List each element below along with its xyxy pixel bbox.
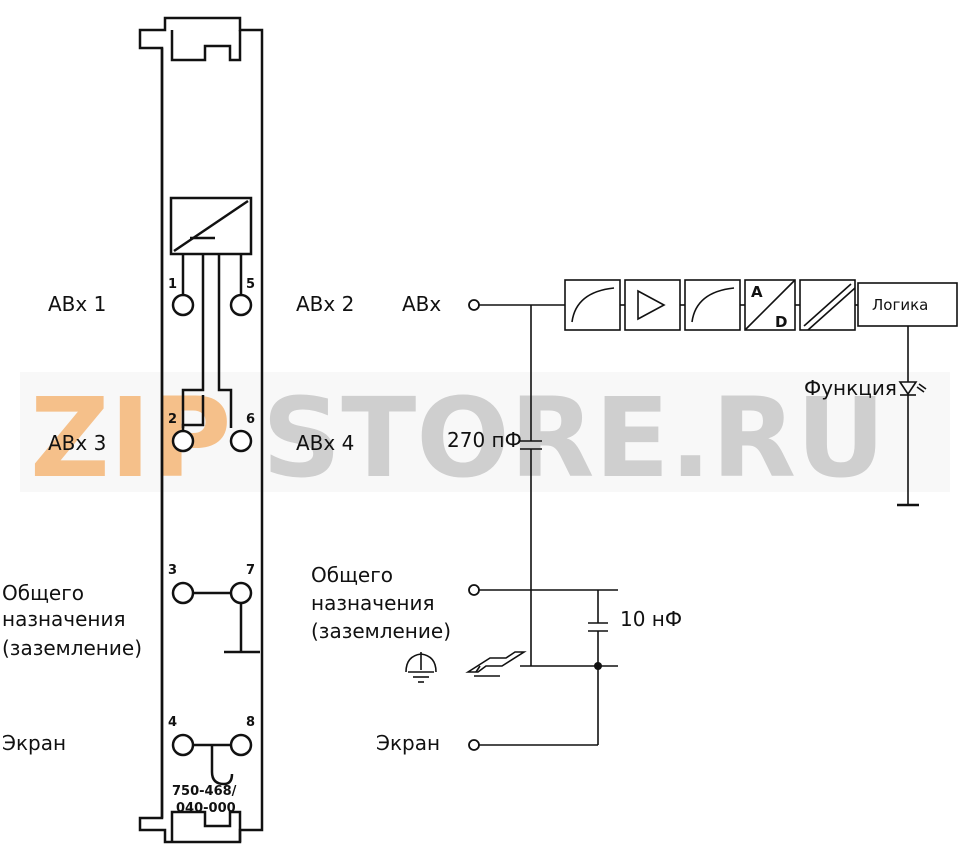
terminal-5 [229, 293, 253, 317]
pin-6: 6 [246, 412, 255, 427]
label-common-line3: (заземление) [2, 636, 142, 660]
schematic-input-terminal [468, 299, 480, 311]
label-common-line1: Общего [2, 581, 84, 605]
part-number-line2: 040-000 [176, 801, 236, 816]
bottom-latch [170, 810, 242, 842]
watermark-store: STORE.RU [262, 374, 885, 502]
schematic-common-line2: назначения [311, 591, 435, 615]
left-labels: АВх 1 АВх 2 АВх 3 АВх 4 Общего назначени… [2, 292, 354, 755]
schematic-common-terminal [468, 584, 480, 596]
junction-dot [594, 662, 602, 670]
label-common-line2: назначения [2, 607, 126, 631]
cap-270-label: 270 пФ [447, 428, 522, 452]
label-abx4: АВх 4 [296, 431, 354, 455]
signal-chain: A D Логика [564, 279, 958, 331]
pin-7: 7 [246, 563, 255, 578]
pin-1: 1 [168, 277, 177, 292]
pin-2: 2 [168, 412, 177, 427]
pin-8: 8 [246, 715, 255, 730]
pin-3: 3 [168, 563, 177, 578]
schematic-shield-terminal [468, 739, 480, 751]
cap-10-label: 10 нФ [620, 607, 682, 631]
label-abx2: АВх 2 [296, 292, 354, 316]
din-rail-icon [465, 651, 527, 677]
label-abx1: АВх 1 [48, 292, 106, 316]
schematic: АВх 270 пФ A D [311, 279, 958, 755]
module-terminals [171, 293, 253, 757]
watermark-zip: ZIP [30, 374, 231, 502]
earth-icon [405, 652, 437, 683]
top-latch [170, 30, 242, 62]
schematic-shield-label: Экран [376, 731, 440, 755]
adc-label-a: A [751, 283, 763, 301]
pin-numbers: 1 5 2 6 3 7 4 8 [168, 277, 255, 730]
terminal-2 [171, 429, 195, 453]
amplifier-block [624, 279, 681, 331]
pin-5: 5 [246, 277, 255, 292]
logic-label: Логика [872, 296, 928, 314]
module-internal-wiring [181, 254, 260, 786]
label-abx3: АВх 3 [48, 431, 106, 455]
watermark: ZIP STORE.RU [20, 372, 950, 502]
terminal-7 [229, 581, 253, 605]
terminal-8 [229, 733, 253, 757]
terminal-6 [229, 429, 253, 453]
module-housing [138, 16, 264, 844]
terminal-1 [171, 293, 195, 317]
label-shield: Экран [2, 731, 66, 755]
function-label: Функция [804, 376, 897, 400]
pin-4: 4 [168, 715, 177, 730]
function-led-icon [898, 381, 918, 396]
module-converter-symbol [169, 196, 253, 256]
housing-outline [138, 16, 264, 844]
adc-label-d: D [775, 313, 787, 331]
schematic-input-label: АВх [402, 292, 441, 316]
terminal-3 [171, 581, 195, 605]
terminal-4 [171, 733, 195, 757]
schematic-common-line1: Общего [311, 563, 393, 587]
part-number-line1: 750-468/ [172, 784, 237, 799]
schematic-common-line3: (заземление) [311, 619, 451, 643]
